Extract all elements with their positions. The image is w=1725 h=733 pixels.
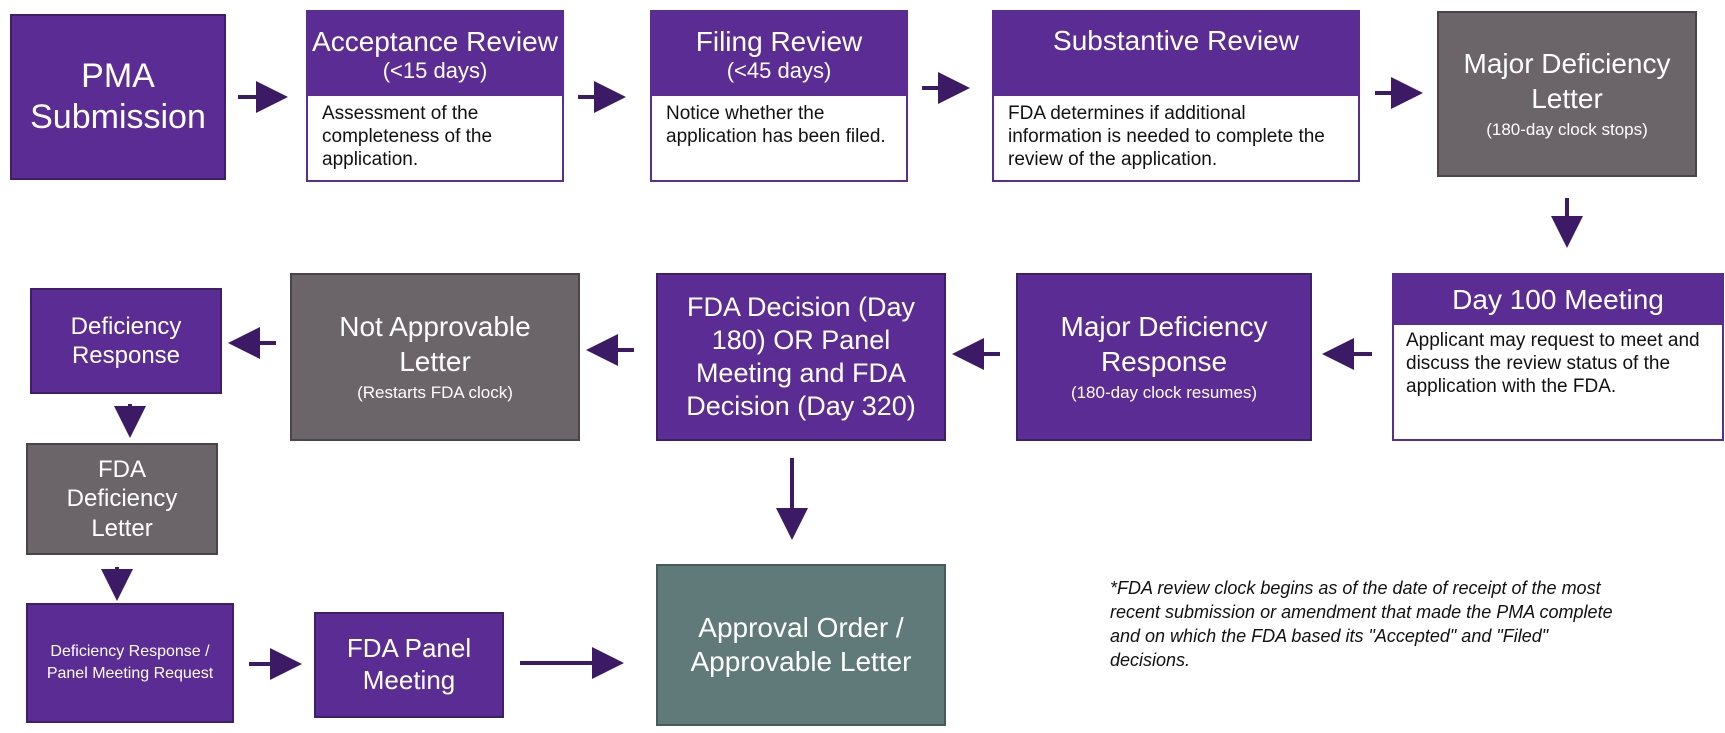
node-acceptance-review-header: Acceptance Review (<15 days) (308, 12, 562, 96)
node-substantive-review-header: Substantive Review (994, 12, 1358, 96)
node-substantive-review-title: Substantive Review (1053, 25, 1299, 56)
node-major-deficiency-response-title: Major Deficiency Response (1060, 311, 1268, 377)
node-not-approvable-letter-title: Not Approvable Letter (339, 311, 531, 377)
node-day-100-meeting-header: Day 100 Meeting (1394, 275, 1722, 325)
node-deficiency-response-title: Deficiency Response (70, 312, 182, 369)
node-filing-review: Filing Review (<45 days) Notice whether … (650, 10, 908, 182)
node-acceptance-review-description: Assessment of the completeness of the ap… (322, 103, 493, 171)
node-approval-order: Approval Order / Approvable Letter (656, 564, 946, 726)
node-day-100-meeting: Day 100 Meeting Applicant may request to… (1392, 273, 1724, 441)
node-not-approvable-letter: Not Approvable Letter (Restarts FDA cloc… (290, 273, 580, 441)
node-substantive-review-description: FDA determines if additional information… (1008, 103, 1325, 171)
node-day-100-meeting-title: Day 100 Meeting (1452, 284, 1664, 316)
node-pma-submission-title: PMA Submission (30, 56, 206, 136)
node-fda-deficiency-letter-title: FDA Deficiency Letter (66, 456, 178, 542)
node-panel-meeting-request: Deficiency Response / Panel Meeting Requ… (26, 603, 234, 723)
node-fda-deficiency-letter: FDA Deficiency Letter (26, 443, 218, 555)
node-fda-panel-meeting: FDA Panel Meeting (314, 612, 504, 718)
node-major-deficiency-letter: Major Deficiency Letter (180-day clock s… (1437, 11, 1697, 177)
node-substantive-review: Substantive Review FDA determines if add… (992, 10, 1360, 182)
node-filing-review-description: Notice whether the application has been … (666, 103, 886, 148)
node-panel-meeting-request-title: Deficiency Response / Panel Meeting Requ… (46, 642, 214, 682)
node-fda-decision-title: FDA Decision (Day 180) OR Panel Meeting … (686, 292, 916, 421)
node-approval-order-title: Approval Order / Approvable Letter (690, 611, 912, 677)
node-fda-decision: FDA Decision (Day 180) OR Panel Meeting … (656, 273, 946, 441)
node-not-approvable-letter-note: (Restarts FDA clock) (357, 382, 513, 402)
node-filing-review-header: Filing Review (<45 days) (652, 12, 906, 96)
node-acceptance-review: Acceptance Review (<15 days) Assessment … (306, 10, 564, 182)
node-acceptance-review-title: Acceptance Review (312, 25, 558, 57)
node-fda-panel-meeting-title: FDA Panel Meeting (346, 633, 472, 695)
node-major-deficiency-response: Major Deficiency Response (180-day clock… (1016, 273, 1312, 441)
node-major-deficiency-letter-note: (180-day clock stops) (1486, 119, 1648, 139)
node-major-deficiency-response-note: (180-day clock resumes) (1070, 382, 1258, 402)
node-day-100-meeting-description: Applicant may request to meet and discus… (1406, 330, 1700, 398)
node-pma-submission: PMA Submission (10, 14, 226, 180)
review-clock-footnote: *FDA review clock begins as of the date … (1110, 578, 1613, 670)
node-filing-review-title: Filing Review (695, 25, 863, 57)
node-filing-review-duration: (<45 days) (726, 57, 832, 83)
node-major-deficiency-letter-title: Major Deficiency Letter (1463, 48, 1671, 114)
node-deficiency-response: Deficiency Response (30, 288, 222, 394)
node-acceptance-review-duration: (<15 days) (382, 57, 488, 83)
